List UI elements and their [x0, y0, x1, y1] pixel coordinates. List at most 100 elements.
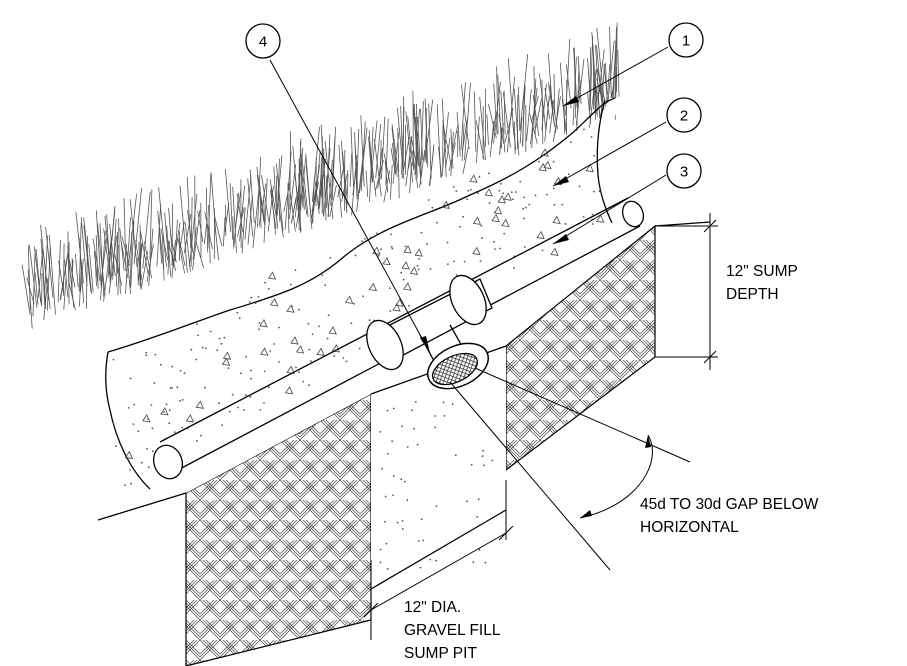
- gravel-speck: [145, 354, 148, 357]
- grass-blade: [205, 187, 209, 253]
- gravel-speck: [267, 288, 270, 290]
- gravel-speck: [598, 190, 601, 192]
- gravel-stone: [484, 188, 493, 197]
- gravel-stone: [124, 450, 134, 460]
- gravel-speck: [466, 198, 469, 201]
- gravel-speck: [146, 447, 148, 450]
- grass-blade: [278, 190, 281, 222]
- grass-blade: [346, 173, 349, 213]
- gravel-stone: [221, 357, 231, 366]
- gravel-stone: [585, 163, 594, 173]
- grass-blade: [34, 272, 39, 305]
- grass-blade: [125, 217, 131, 294]
- gravel-stone: [401, 261, 410, 270]
- gravel-speck: [327, 314, 330, 317]
- gravel-speck: [294, 269, 297, 271]
- grass-blade: [160, 228, 169, 261]
- grass-blade: [137, 257, 139, 286]
- grass-blade: [400, 105, 404, 175]
- gravel-stone: [368, 282, 378, 292]
- gravel-stone: [331, 344, 341, 353]
- grass-blade: [42, 250, 51, 309]
- gravel-speck: [443, 415, 446, 417]
- grass-blade: [197, 210, 204, 243]
- gravel-speck: [386, 409, 389, 412]
- gravel-speck: [130, 482, 132, 485]
- grass-blade: [429, 144, 435, 187]
- gravel-speck: [454, 454, 457, 457]
- sump-pit-line-3: SUMP PIT: [404, 645, 477, 662]
- grass-blade: [75, 254, 79, 288]
- gravel-stone: [543, 160, 552, 170]
- gravel-speck: [452, 186, 455, 188]
- gravel-speck: [481, 455, 484, 458]
- grass-blade: [390, 164, 393, 200]
- gravel-speck: [216, 349, 219, 352]
- grass-blade: [441, 98, 447, 177]
- gravel-speck: [522, 207, 524, 210]
- grass-blade: [68, 280, 76, 311]
- gravel-speck: [254, 302, 257, 304]
- gravel-speck: [510, 191, 513, 194]
- grass-blade: [448, 142, 456, 172]
- gravel-speck: [379, 431, 382, 433]
- gap-angle-line-1: 45d TO 30d GAP BELOW: [640, 496, 819, 513]
- gravel-speck: [523, 246, 526, 248]
- grass-blade: [204, 211, 213, 250]
- gravel-speck: [333, 355, 336, 357]
- gravel-stone: [493, 206, 503, 215]
- gravel-speck: [418, 258, 420, 260]
- grass-blade: [269, 179, 279, 226]
- grass-blade: [493, 83, 498, 135]
- gravel-speck: [259, 409, 262, 411]
- callout-1-label: 1: [682, 33, 690, 50]
- grass-blade: [589, 47, 591, 111]
- gravel-stone: [345, 295, 354, 304]
- grass-blade: [247, 195, 253, 245]
- grass-blade: [257, 156, 262, 228]
- grass-blade: [461, 123, 465, 162]
- grass-blade: [184, 247, 188, 273]
- grass-blade: [338, 187, 342, 218]
- gravel-speck: [264, 281, 266, 284]
- gravel-speck: [418, 540, 420, 542]
- grass-blade: [544, 87, 551, 119]
- grass-blade: [291, 197, 297, 224]
- gravel-speck: [477, 192, 479, 195]
- grass-blade: [475, 120, 485, 161]
- gravel-speck: [169, 387, 172, 390]
- grass-blade: [522, 85, 526, 146]
- gravel-speck: [380, 248, 382, 251]
- gravel-speck: [498, 189, 501, 192]
- gravel-speck: [391, 247, 394, 250]
- grass-blade: [428, 103, 432, 179]
- gravel-stone: [284, 385, 294, 395]
- grass-blade: [207, 173, 212, 249]
- gravel-speck: [295, 366, 297, 369]
- gravel-speck: [196, 440, 198, 442]
- grass-blade: [213, 213, 223, 246]
- grass-blade: [283, 181, 291, 212]
- grass-blade: [397, 127, 400, 199]
- grass-blade: [114, 254, 123, 286]
- gravel-speck: [427, 199, 430, 201]
- grass-blade: [110, 244, 113, 276]
- gravel-speck: [112, 422, 115, 425]
- grass-blade: [100, 235, 108, 285]
- grass-blade: [172, 222, 181, 269]
- gravel-speck: [133, 403, 136, 406]
- grass-blade: [500, 90, 506, 153]
- grass-blade: [149, 189, 153, 260]
- grass-blade: [365, 170, 369, 197]
- gravel-speck: [245, 355, 248, 358]
- gravel-speck: [434, 426, 437, 429]
- grass-blade: [75, 211, 84, 284]
- gravel-speck: [129, 377, 132, 380]
- grass-blade: [607, 64, 611, 95]
- grass-blade: [486, 114, 489, 145]
- grass-blade: [360, 115, 365, 187]
- grass-blade: [157, 210, 165, 270]
- gap-angle-line-2: HORIZONTAL: [640, 519, 739, 536]
- gravel-speck: [416, 265, 419, 267]
